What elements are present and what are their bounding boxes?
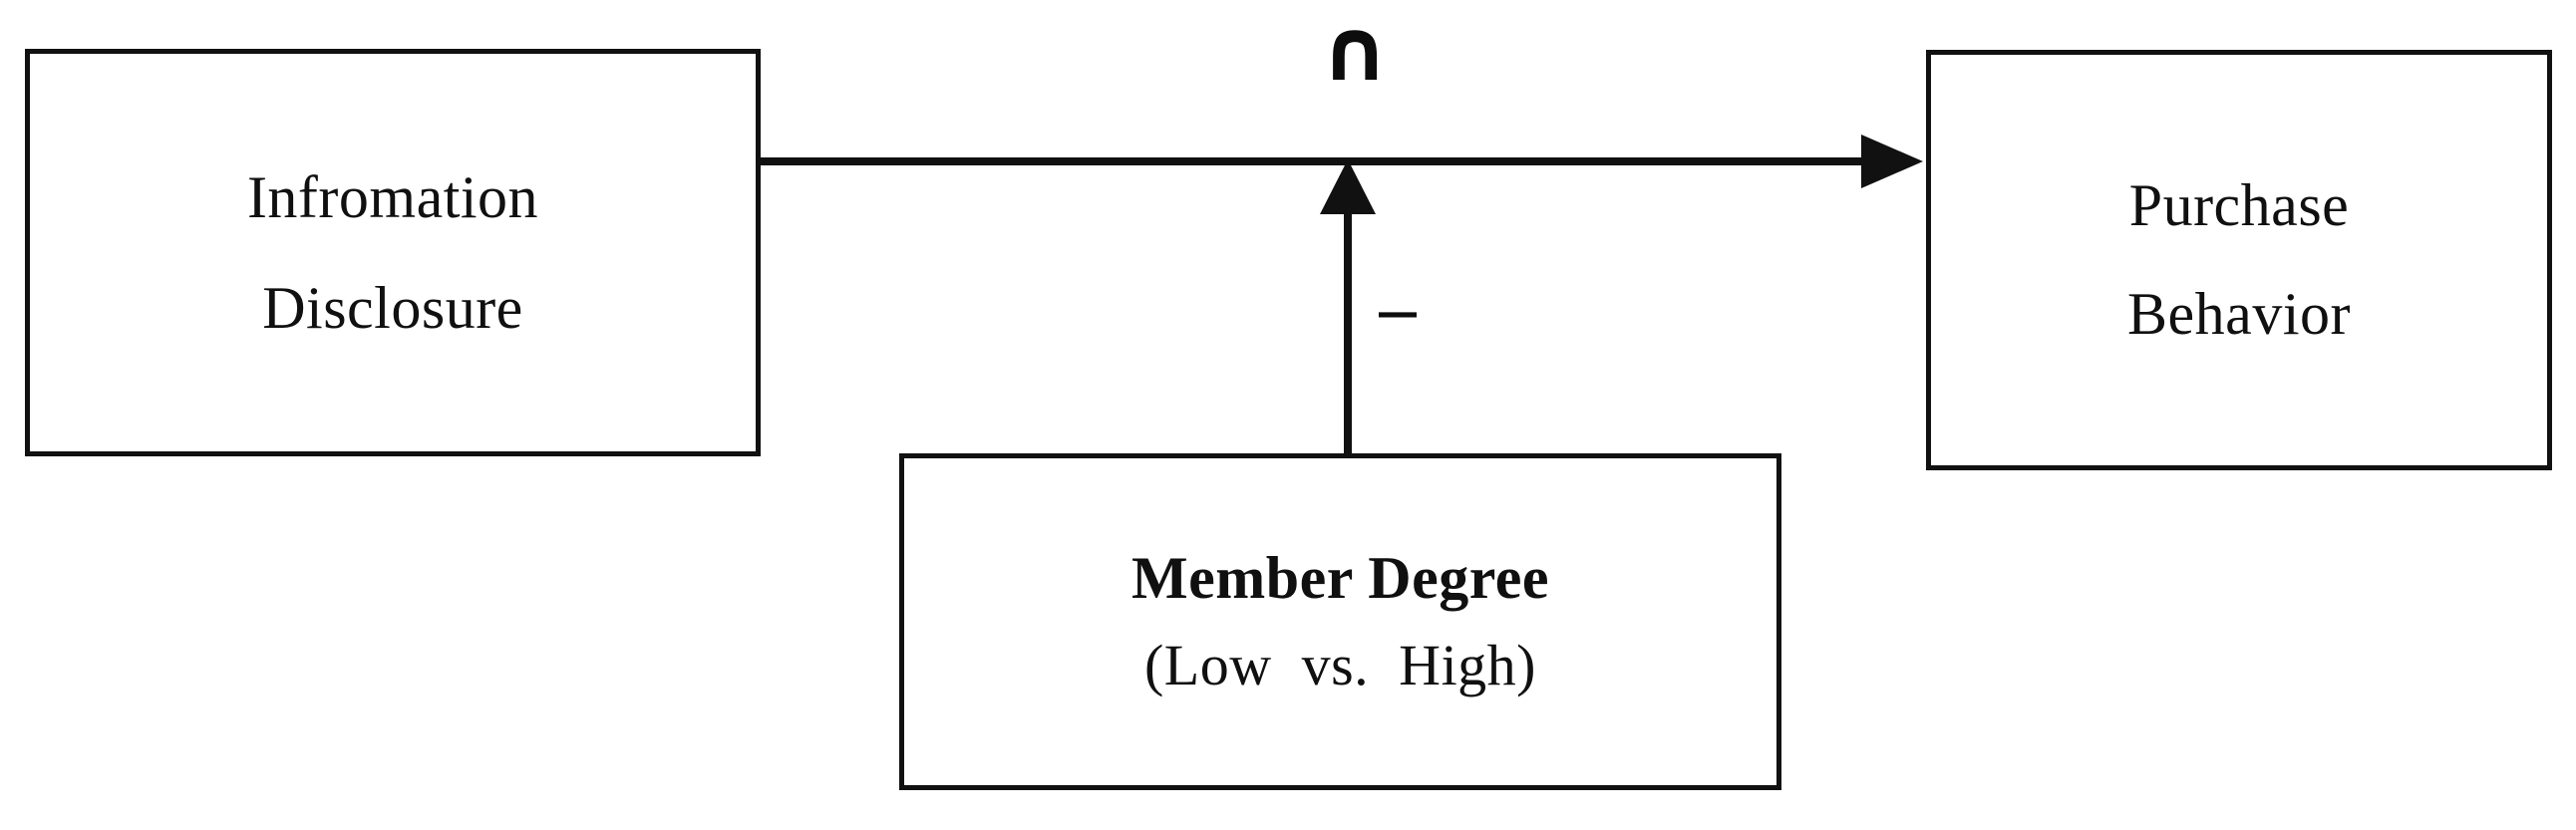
node-information-disclosure-line-2: Disclosure xyxy=(262,274,523,341)
node-purchase-behavior-line-1: Purchase xyxy=(2128,172,2350,238)
node-purchase-behavior: Purchase Behavior xyxy=(1926,50,2552,470)
node-member-degree-line-2: (Low vs. High) xyxy=(1143,633,1536,698)
node-member-degree-line-1: Member Degree xyxy=(1130,545,1550,612)
moderation-arrow-shaft xyxy=(1344,192,1352,453)
moderation-arrowhead-icon xyxy=(1320,159,1376,214)
node-purchase-behavior-line-2: Behavior xyxy=(2127,281,2351,347)
negative-sign-label: – xyxy=(1379,267,1417,349)
node-member-degree: Member Degree (Low vs. High) xyxy=(899,453,1781,790)
main-effect-arrowhead-icon xyxy=(1861,135,1923,188)
node-information-disclosure: Infromation Disclosure xyxy=(25,49,761,456)
node-information-disclosure-line-1: Infromation xyxy=(246,163,539,230)
intersection-symbol-icon: ∩ xyxy=(1320,1,1390,101)
main-effect-arrow-shaft xyxy=(761,157,1867,165)
